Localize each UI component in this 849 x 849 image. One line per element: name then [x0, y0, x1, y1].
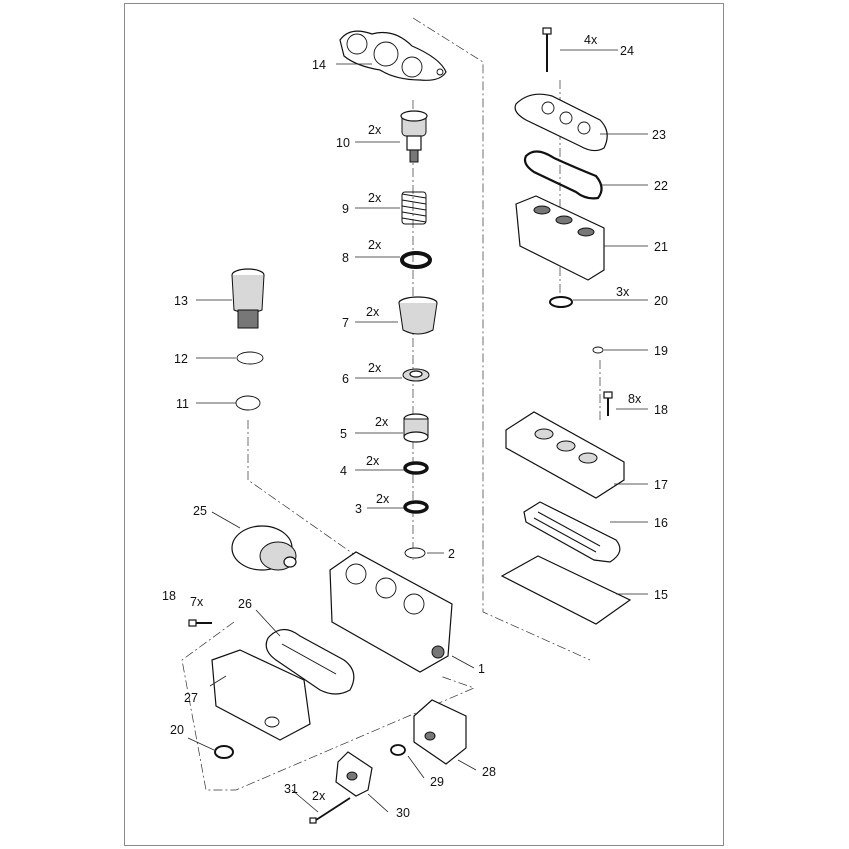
callout-28-number: 28	[482, 765, 496, 779]
callout-20-quantity: 3x	[616, 285, 630, 299]
callout-18-lower-number: 18	[162, 589, 176, 603]
callout-9-quantity: 2x	[368, 191, 382, 205]
part-20-oring-lower	[214, 745, 234, 759]
callout-11-number: 11	[176, 397, 189, 411]
callout-8-number: 8	[342, 251, 349, 265]
callout-16-number: 16	[654, 516, 668, 530]
part-7-valve-seat	[398, 296, 438, 335]
part-14-gasket	[339, 30, 447, 81]
part-5-guide	[403, 413, 429, 443]
part-17-valve-plate	[505, 411, 625, 499]
part-3-seal	[403, 500, 429, 514]
part-6-washer	[402, 368, 430, 382]
callout-7-quantity: 2x	[366, 305, 380, 319]
callout-23-number: 23	[652, 128, 666, 142]
part-12-oring	[236, 351, 264, 365]
callout-5-quantity: 2x	[375, 415, 389, 429]
callout-21-number: 21	[654, 240, 668, 254]
callout-18-lower-quantity: 7x	[190, 595, 204, 609]
callout-20-number: 20	[654, 294, 668, 308]
callout-4-quantity: 2x	[366, 454, 380, 468]
part-15-plate	[500, 555, 632, 625]
callout-29-number: 29	[430, 775, 444, 789]
callout-4-number: 4	[340, 464, 347, 478]
callout-3-number: 3	[355, 502, 362, 516]
callout-13-number: 13	[174, 294, 188, 308]
part-21-manifold	[515, 195, 605, 281]
callout-22-number: 22	[654, 179, 668, 193]
part-25-pulley	[231, 525, 297, 571]
part-22-seal	[523, 150, 603, 200]
callout-labels: 14 2x 10 2x 9 2x 8 2x 7 2x 6 2x 5 2x 4 2…	[162, 33, 668, 820]
part-27-cover	[211, 649, 311, 741]
part-1-pump-body	[329, 551, 453, 673]
callout-6-number: 6	[342, 372, 349, 386]
callout-3-quantity: 2x	[376, 492, 390, 506]
callout-7-number: 7	[342, 316, 349, 330]
part-28-valve-block	[413, 699, 467, 765]
callout-24-quantity: 4x	[584, 33, 598, 47]
callout-26-number: 26	[238, 597, 252, 611]
part-8-ring	[400, 251, 432, 269]
callout-6-quantity: 2x	[368, 361, 382, 375]
callout-20-lower-number: 20	[170, 723, 184, 737]
part-26-gasket	[265, 628, 355, 695]
callout-18-number: 18	[654, 403, 668, 417]
callout-14-number: 14	[312, 58, 326, 72]
callout-9-number: 9	[342, 202, 349, 216]
callout-15-number: 15	[654, 588, 668, 602]
callout-1-number: 1	[478, 662, 485, 676]
callout-10-quantity: 2x	[368, 123, 382, 137]
callout-17-number: 17	[654, 478, 668, 492]
part-18-screw-lower	[188, 619, 212, 627]
part-31-screw	[309, 797, 351, 824]
callout-31-quantity: 2x	[312, 789, 326, 803]
part-30-flange	[335, 751, 373, 797]
part-13-filter-cartridge	[231, 268, 265, 329]
callout-19-number: 19	[654, 344, 668, 358]
part-16-gasket	[523, 501, 621, 563]
callout-5-number: 5	[340, 427, 347, 441]
part-9-spring	[401, 191, 427, 225]
part-19-plug	[592, 346, 604, 354]
callout-25-number: 25	[193, 504, 207, 518]
callout-10-number: 10	[336, 136, 350, 150]
callout-27-number: 27	[184, 691, 198, 705]
callout-2-number: 2	[448, 547, 455, 561]
callout-18-quantity: 8x	[628, 392, 642, 406]
part-2-oring	[404, 547, 426, 559]
part-23-cover-gasket	[514, 93, 608, 152]
callout-30-number: 30	[396, 806, 410, 820]
part-24-screw	[542, 27, 552, 72]
callout-31-number: 31	[284, 782, 298, 796]
part-29-oring	[390, 744, 406, 756]
part-4-seal	[403, 461, 429, 475]
part-11-oring	[235, 395, 261, 411]
part-10-valve-insert	[400, 110, 428, 163]
part-20-oring-upper	[549, 296, 573, 308]
part-18-screw-upper	[603, 391, 613, 416]
callout-8-quantity: 2x	[368, 238, 382, 252]
callout-24-number: 24	[620, 44, 634, 58]
callout-12-number: 12	[174, 352, 188, 366]
leader-lines	[187, 49, 648, 813]
